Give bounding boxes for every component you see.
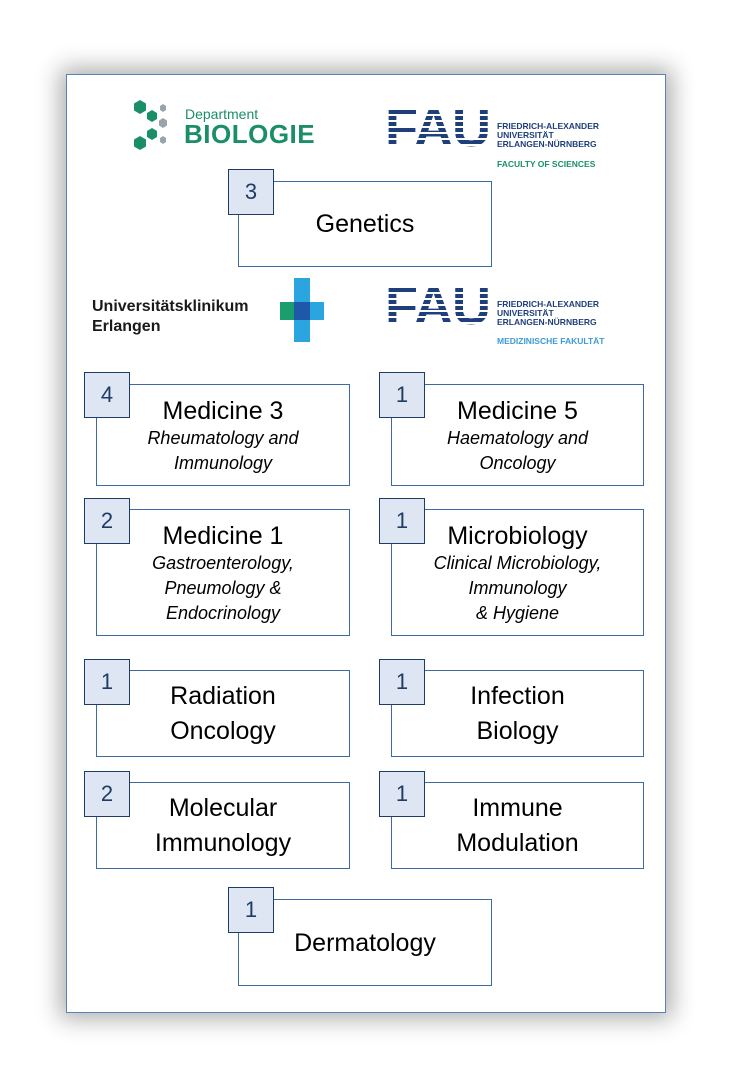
department-subtitle-line-1: Haematology and [446,428,589,448]
biologie-big-text: BIOLOGIE [184,119,316,149]
uk-erlangen-text: Universitätsklinikum Erlangen [92,297,249,337]
department-title-line-2: Immunology [154,828,292,857]
department-box-microbiology: Microbiology Clinical Microbiology, Immu… [391,509,644,636]
department-subtitle-line-1: Gastroenterology, [152,553,294,573]
fau-line-2: UNIVERSITÄT [497,130,554,140]
fau-sciences-logo: FAU FRIEDRICH-ALEXANDER UNIVERSITÄT ERLA… [385,98,625,170]
department-title-line-1: Radiation [170,681,276,710]
count-badge-genetics: 3 [228,169,274,215]
department-box-dermatology: Dermatology [238,899,492,986]
department-title: Medicine 3 [162,397,284,425]
department-title-line-2: Modulation [456,828,579,857]
department-title-line-2: Oncology [170,716,276,745]
department-title-line-1: Immune [472,793,563,822]
count-badge-medicine-1: 2 [84,498,130,544]
department-title: Microbiology [447,522,588,550]
fau-university-name: FRIEDRICH-ALEXANDER UNIVERSITÄT ERLANGEN… [497,122,599,149]
department-subtitle-line-1: Rheumatology and [147,428,299,448]
fau-mark-text: FAU [385,98,491,158]
count-badge-medicine-3: 4 [84,372,130,418]
department-box-infection-biology: Infection Biology [391,670,644,757]
department-box-medicine-5: Medicine 5 Haematology and Oncology [391,384,644,486]
department-title-line-1: Molecular [168,793,278,822]
department-title: Dermatology [294,928,436,957]
hexagon-cluster-icon [134,100,167,150]
fau-med-line-1: FRIEDRICH-ALEXANDER [497,299,599,309]
count-badge-radiation-oncology: 1 [84,659,130,705]
department-title: Medicine 1 [162,522,284,550]
department-box-molecular-immunology: Molecular Immunology [96,782,350,869]
uk-line-2: Erlangen [92,318,161,335]
department-subtitle-line-2: Oncology [479,453,556,473]
department-box-immune-modulation: Immune Modulation [391,782,644,869]
uk-line-1: Universitätsklinikum [92,298,249,315]
department-box-genetics: Genetics [238,181,492,267]
department-box-medicine-3: Medicine 3 Rheumatology and Immunology [96,384,350,486]
biologie-small-text: Department [185,106,259,122]
fau-faculty-medicine: MEDIZINISCHE FAKULTÄT [497,336,605,346]
department-title-line-2: Biology [476,716,559,745]
department-subtitle-line-2: Pneumology & [164,578,282,598]
fau-medicine-logo: FAU FRIEDRICH-ALEXANDER UNIVERSITÄT ERLA… [385,276,625,348]
department-box-radiation-oncology: Radiation Oncology [96,670,350,757]
fau-med-mark-text: FAU [385,276,491,336]
department-box-medicine-1: Medicine 1 Gastroenterology, Pneumology … [96,509,350,636]
count-badge-microbiology: 1 [379,498,425,544]
department-subtitle-line-3: & Hygiene [475,603,560,623]
uk-erlangen-logo: Universitätsklinikum Erlangen [92,276,332,344]
department-title-line-1: Infection [470,681,565,710]
fau-line-3: ERLANGEN-NÜRNBERG [497,139,597,149]
department-title: Genetics [315,210,415,238]
department-title: Medicine 5 [457,397,578,425]
department-subtitle-line-1: Clinical Microbiology, [433,553,602,573]
count-badge-immune-modulation: 1 [379,771,425,817]
fau-med-university-name: FRIEDRICH-ALEXANDER UNIVERSITÄT ERLANGEN… [497,300,599,327]
count-badge-medicine-5: 1 [379,372,425,418]
department-subtitle-line-2: Immunology [173,453,273,473]
count-badge-dermatology: 1 [228,887,274,933]
department-subtitle-line-3: Endocrinology [165,603,281,623]
fau-faculty-sciences: FACULTY OF SCIENCES [497,159,596,169]
fau-line-1: FRIEDRICH-ALEXANDER [497,121,599,131]
count-badge-molecular-immunology: 2 [84,771,130,817]
department-biologie-logo: Department BIOLOGIE [132,98,322,154]
department-subtitle-line-2: Immunology [468,578,567,598]
count-badge-infection-biology: 1 [379,659,425,705]
uk-cross-icon [280,278,324,342]
fau-med-line-3: ERLANGEN-NÜRNBERG [497,317,597,327]
fau-med-line-2: UNIVERSITÄT [497,308,554,318]
